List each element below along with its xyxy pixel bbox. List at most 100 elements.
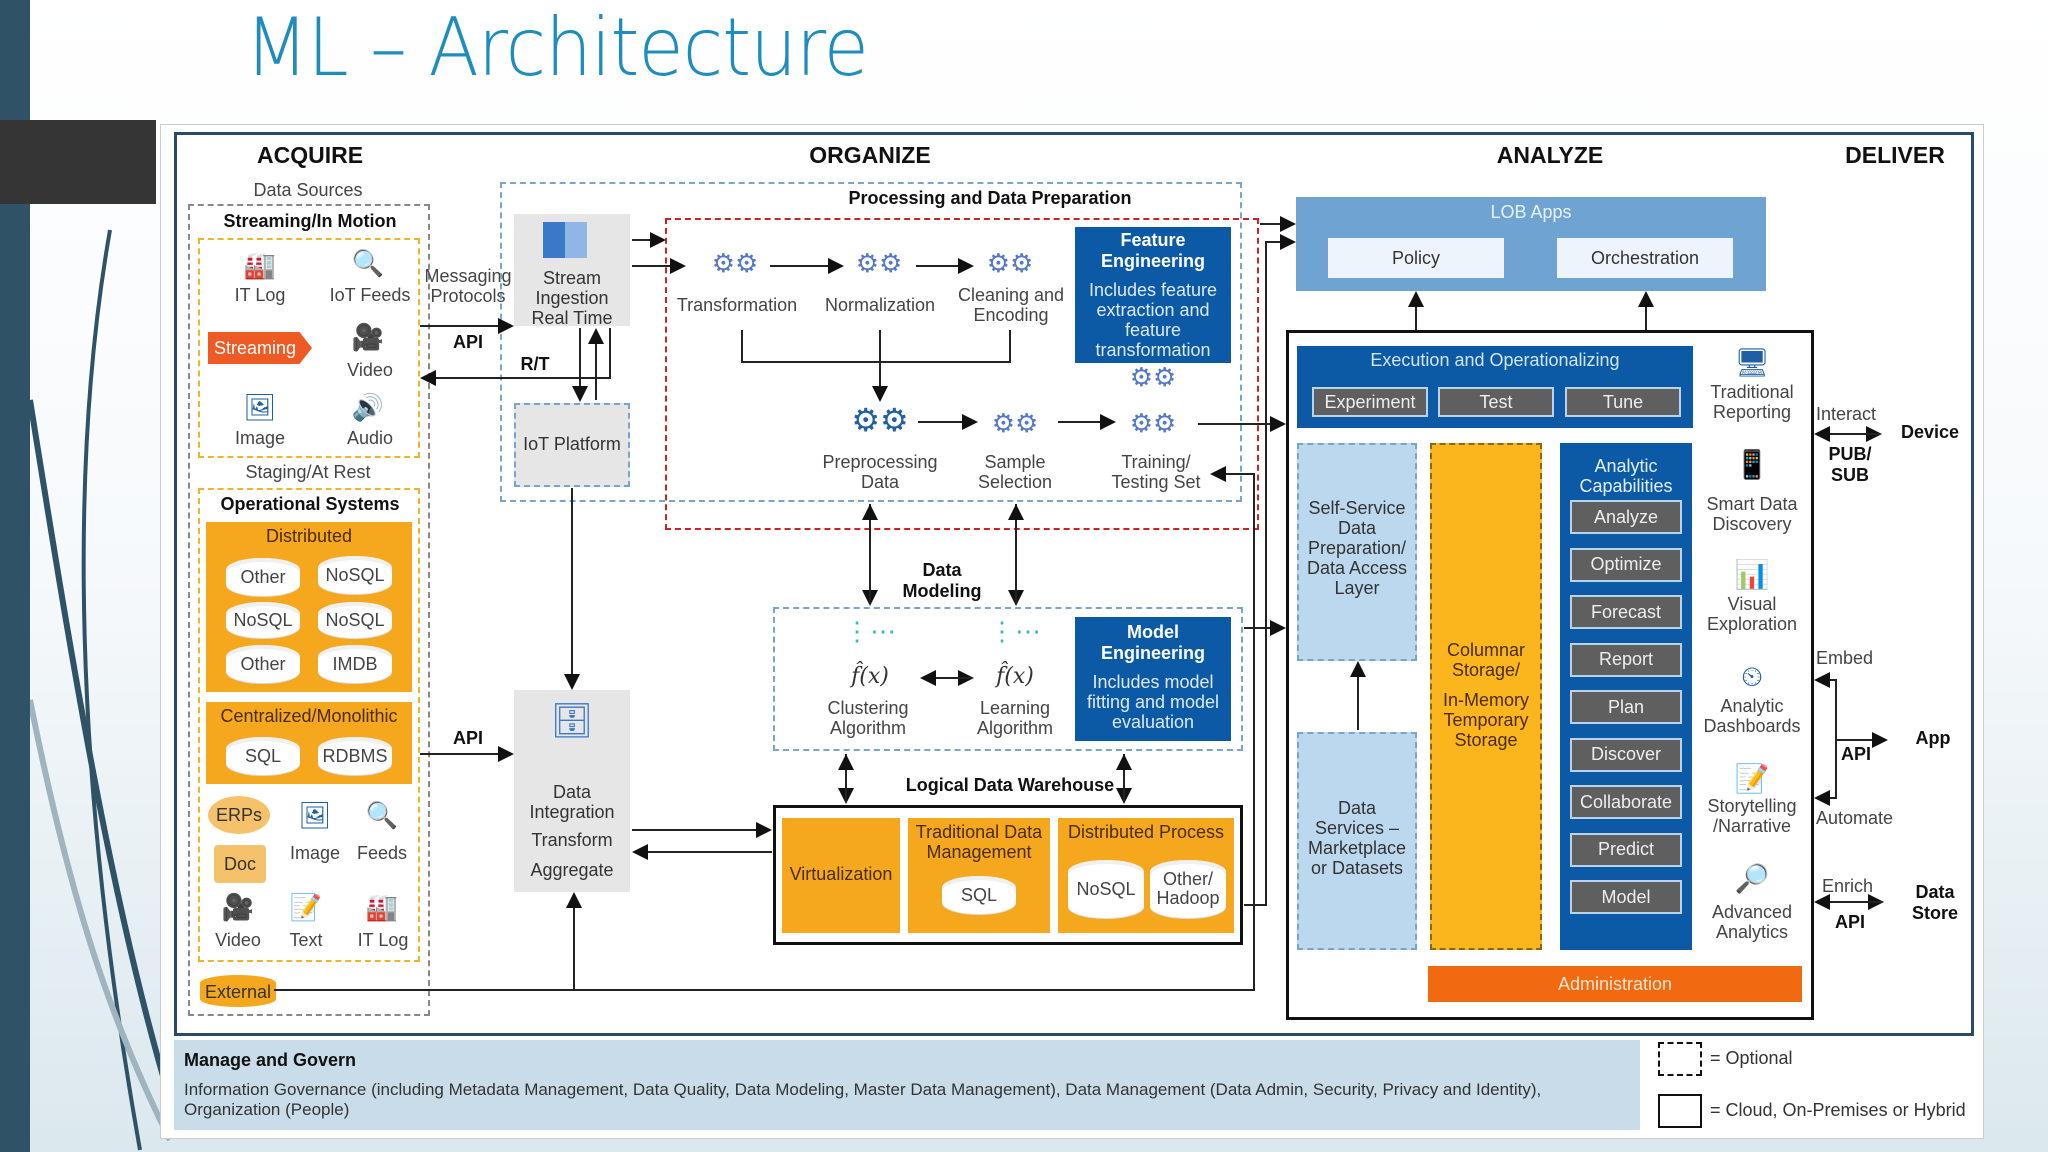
magnifier-icon: 🔍 <box>351 248 385 278</box>
image-label: Image <box>289 843 341 863</box>
feature-engineering-desc: Includes feature extraction and feature … <box>1088 280 1218 360</box>
api-label: API <box>1840 744 1871 764</box>
gears-icon: ⚙⚙ <box>1129 408 1177 438</box>
cleaning-encoding-label: Cleaning and Encoding <box>957 285 1065 325</box>
interact-label: Interact <box>1816 404 1877 424</box>
header-deliver: DELIVER <box>1845 142 1945 168</box>
doc-icon: Doc <box>214 845 266 883</box>
db-cylinder: Other <box>226 558 300 596</box>
image-icon: 🖼 <box>243 392 277 422</box>
legend-solid-label: = Cloud, On-Premises or Hybrid <box>1710 1100 1966 1120</box>
govern-title: Manage and Govern <box>184 1050 357 1070</box>
analytic-item-report: Report <box>1570 642 1682 677</box>
tune-button: Tune <box>1565 387 1681 417</box>
camera-icon: 🎥 <box>221 892 255 922</box>
distributed-process-label: Distributed Process <box>1067 822 1225 842</box>
gears-icon: ⚙⚙ <box>855 248 903 278</box>
staging-label: Staging/At Rest <box>245 462 371 482</box>
db-cylinder: NoSQL <box>318 556 392 594</box>
audio-label: Audio <box>346 428 394 448</box>
self-service-label: Self-Service Data Preparation/ Data Acce… <box>1306 498 1408 598</box>
distributed-title: Distributed <box>265 526 353 546</box>
columnar-storage-box <box>1430 443 1542 950</box>
analytic-item-plan: Plan <box>1570 690 1682 724</box>
db-cylinder: RDBMS <box>318 737 392 775</box>
operational-title: Operational Systems <box>220 494 400 514</box>
data-services-box <box>1297 732 1417 950</box>
training-testing-label: Training/ Testing Set <box>1111 452 1201 492</box>
normalization-label: Normalization <box>824 295 936 315</box>
centralized-title: Centralized/Monolithic <box>220 706 398 726</box>
header-acquire: ACQUIRE <box>256 142 364 168</box>
legend-solid-swatch <box>1658 1094 1702 1128</box>
neural-network-icon: ⋮⋯ <box>989 616 1041 646</box>
laptop-chart-icon: 📊 <box>1734 559 1770 590</box>
feature-engineering-box <box>1075 227 1231 363</box>
api-label: API <box>1834 912 1865 932</box>
gauge-icon: ⏲ <box>1741 661 1763 692</box>
processing-title: Processing and Data Preparation <box>848 188 1132 208</box>
administration-bar: Administration <box>1428 966 1802 1002</box>
data-sources-label: Data Sources <box>253 180 363 200</box>
data-store-label: Data Store <box>1911 882 1958 923</box>
analytic-item-model: Model <box>1570 880 1682 914</box>
db-cylinder: SQL <box>226 737 300 775</box>
analytic-item-analyze: Analyze <box>1570 500 1682 534</box>
data-modeling-label: Data Modeling <box>902 560 982 601</box>
formula-learning: f̂(x) <box>996 664 1034 689</box>
output-analytic-dashboards: Analytic Dashboards <box>1703 696 1801 736</box>
streaming-tag: Streaming <box>208 332 312 364</box>
messaging-protocols-label: Messaging Protocols <box>424 266 512 306</box>
sample-selection-label: Sample Selection <box>977 452 1053 492</box>
data-integration-label: Data Integration <box>529 782 615 822</box>
feature-engineering-title: Feature Engineering <box>1100 230 1205 271</box>
it-log-label: IT Log <box>357 930 409 950</box>
streaming-title: Streaming/In Motion <box>223 211 397 231</box>
analytic-item-forecast: Forecast <box>1570 595 1682 629</box>
preprocessing-gears-icon: ⚙⚙ <box>851 402 909 438</box>
magnifier-icon: 🔍 <box>365 800 399 830</box>
monitor-icon: 🖥 <box>1734 347 1770 378</box>
feeds-label: Feeds <box>356 843 408 863</box>
analytic-title: Analytic Capabilities <box>1579 456 1673 496</box>
api-label: API <box>452 332 483 352</box>
slide-title: ML – Architecture <box>245 1 869 94</box>
output-traditional-reporting: Traditional Reporting <box>1710 382 1794 422</box>
learning-label: Learning Algorithm <box>976 698 1054 738</box>
enrich-label: Enrich <box>1822 876 1874 896</box>
experiment-button: Experiment <box>1312 387 1428 417</box>
image-icon: 🖼 <box>298 800 332 830</box>
iot-feeds-label: IoT Feeds <box>329 285 411 305</box>
gears-icon: ⚙⚙ <box>991 408 1039 438</box>
erp-bubble: ERPs <box>208 796 270 834</box>
in-memory-label: In-Memory Temporary Storage <box>1442 690 1529 750</box>
embed-label: Embed <box>1816 648 1874 668</box>
aggregate-label: Aggregate <box>530 860 614 880</box>
text-label: Text <box>289 930 323 950</box>
analytics-magnifier-icon: 🔎 <box>1734 863 1770 894</box>
factory-icon: 🏭 <box>243 250 277 280</box>
data-services-label: Data Services – Marketplace or Datasets <box>1307 798 1407 878</box>
model-engineering-title: Model Engineering <box>1100 622 1205 663</box>
preprocessing-label: Preprocessing Data <box>822 452 938 492</box>
gears-icon: ⚙⚙ <box>1129 362 1177 392</box>
it-log-label: IT Log <box>234 285 286 305</box>
video-label: Video <box>215 930 261 950</box>
camera-icon: 🎥 <box>351 322 385 352</box>
phone-icon: 📱 <box>1734 449 1770 480</box>
db-cylinder: IMDB <box>318 645 392 683</box>
database-network-icon: 🗄 <box>550 702 594 740</box>
factory-icon: 🏭 <box>365 892 399 922</box>
transform-label: Transform <box>531 830 613 850</box>
automate-label: Automate <box>1816 808 1894 828</box>
model-engineering-desc: Includes model fitting and model evaluat… <box>1086 672 1220 732</box>
output-visual-exploration: Visual Exploration <box>1706 594 1798 634</box>
db-cylinder: Other/ Hadoop <box>1150 860 1226 918</box>
analytic-item-discover: Discover <box>1570 737 1682 772</box>
gears-icon: ⚙⚙ <box>711 248 759 278</box>
execution-title: Execution and Operationalizing <box>1370 350 1620 370</box>
lob-policy: Policy <box>1328 238 1504 278</box>
self-service-box <box>1297 443 1417 661</box>
api-label: API <box>452 728 483 748</box>
virtualization-label: Virtualization <box>789 864 893 884</box>
